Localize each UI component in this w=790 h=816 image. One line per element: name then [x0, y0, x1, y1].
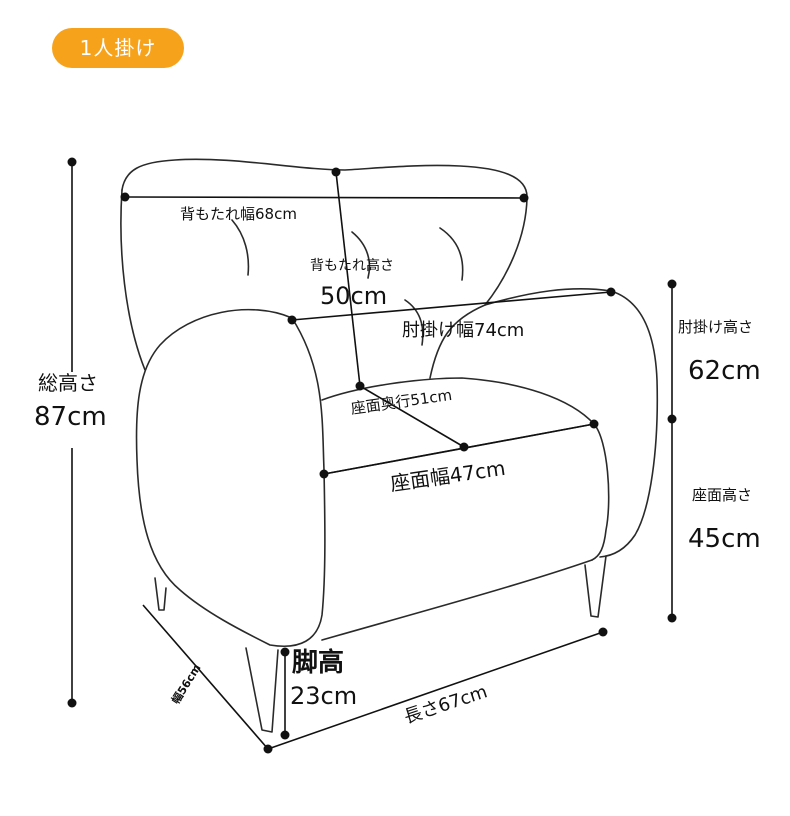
right-arm-outline	[484, 288, 659, 558]
endpoint-dot	[67, 157, 77, 167]
endpoint-dot	[667, 414, 677, 424]
leg-height-label: 脚高	[292, 648, 345, 678]
backrest-width-label: 背もたれ幅68cm	[180, 205, 297, 223]
backrest-outline	[121, 158, 528, 306]
total-height-label: 総高さ	[38, 371, 98, 395]
dimension-lines	[71, 162, 673, 750]
backrest-height-label: 背もたれ高さ	[310, 258, 394, 274]
right-arm-inner	[429, 304, 486, 379]
tufting-3	[439, 227, 464, 281]
backrest-width-line	[124, 196, 525, 199]
endpoint-dot	[606, 287, 616, 297]
backrest-left-side	[120, 189, 146, 371]
endpoint-dot	[667, 613, 677, 623]
endpoint-dot	[280, 647, 290, 657]
endpoint-dot	[519, 193, 529, 203]
backrest-height-line	[335, 171, 361, 387]
endpoint-dot	[319, 469, 329, 479]
tufting-2	[351, 231, 371, 279]
sofa-outline	[120, 158, 659, 733]
seat-width-line	[323, 423, 595, 475]
endpoint-dot	[667, 279, 677, 289]
depth-line	[142, 604, 269, 750]
endpoint-dot	[287, 315, 297, 325]
armrest-width-label: 肘掛け幅74cm	[402, 320, 525, 341]
armrest-height-label: 肘掛け高さ	[678, 318, 754, 336]
endpoint-dot	[459, 442, 469, 452]
tufting-4	[404, 299, 424, 346]
armrest-width-line	[291, 291, 612, 321]
seat-height-label: 座面高さ	[692, 486, 753, 504]
endpoint-dot	[67, 698, 77, 708]
tufting-1	[231, 219, 250, 276]
leg-height-value: 23cm	[290, 682, 358, 710]
leg-front-right	[584, 555, 607, 618]
leg-front-left	[245, 647, 279, 733]
backrest-height-value: 50cm	[320, 282, 388, 310]
seat-base	[321, 559, 593, 641]
endpoint-dot	[598, 627, 608, 637]
endpoint-dot	[331, 167, 341, 177]
endpoint-dot	[120, 192, 130, 202]
total-height-value: 87cm	[34, 402, 107, 432]
endpoint-dot	[263, 744, 273, 754]
dimension-endpoints	[67, 157, 677, 754]
endpoint-dot	[280, 730, 290, 740]
endpoint-dot	[589, 419, 599, 429]
seat-depth-line	[359, 385, 465, 448]
endpoint-dot	[355, 381, 365, 391]
seat-type-badge: 1人掛け	[52, 28, 184, 68]
seat-height-value: 45cm	[688, 524, 761, 554]
leg-back-left	[154, 577, 167, 611]
armrest-height-value: 62cm	[688, 356, 761, 386]
length-line	[267, 631, 604, 750]
